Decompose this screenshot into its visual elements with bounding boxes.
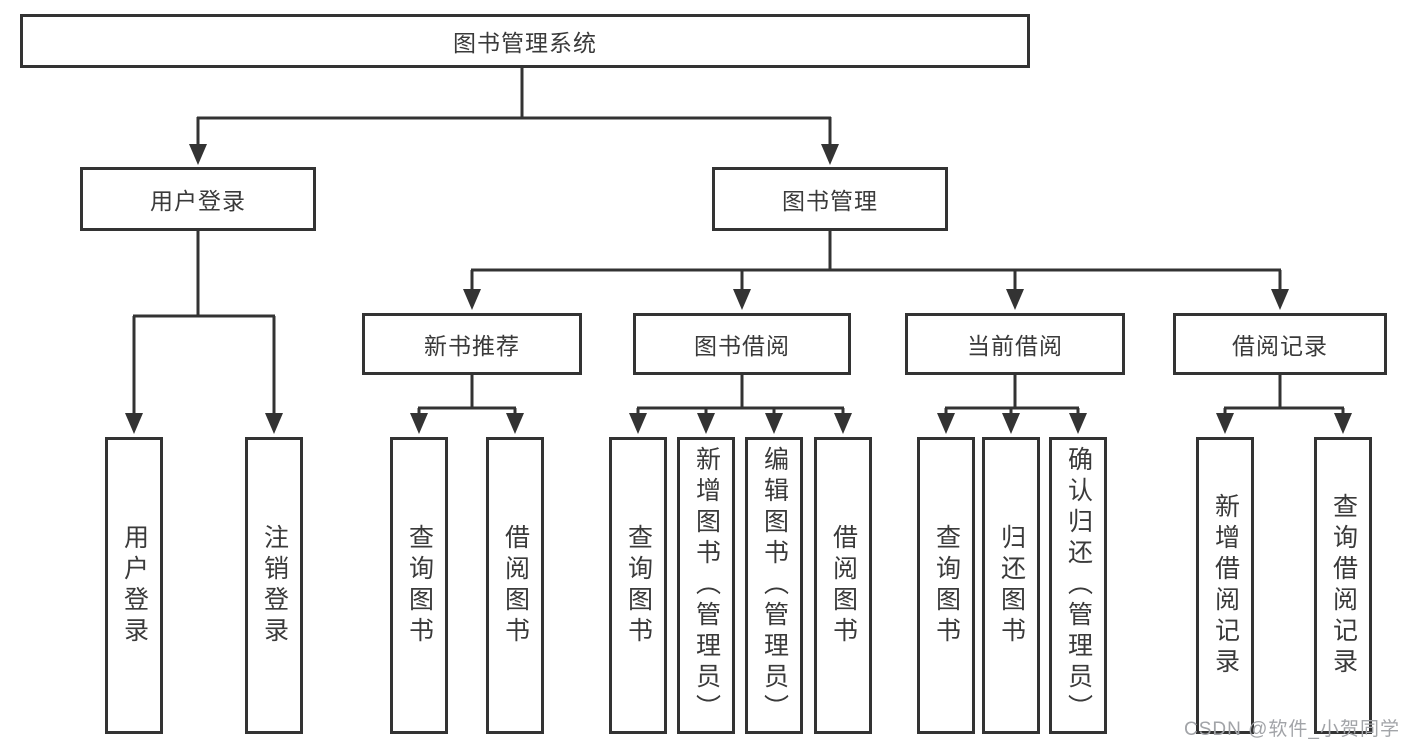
node-book-borrowing: 图书借阅 (633, 313, 851, 375)
node-book-management: 图书管理 (712, 167, 948, 231)
node-label: 新书推荐 (424, 333, 520, 359)
leaf-current-query-books: 查询图书 (917, 437, 975, 734)
leaf-logout: 注销登录 (245, 437, 303, 734)
arrowhead-icons (125, 144, 1352, 434)
csdn-watermark: CSDN @软件_小贺同学 (1184, 719, 1400, 740)
leaf-label: 确认归还（管理员） (1064, 446, 1093, 725)
leaf-label: 查询图书 (932, 523, 961, 648)
leaf-label: 新增借阅记录 (1211, 492, 1240, 679)
leaf-current-confirm-return-admin: 确认归还（管理员） (1049, 437, 1107, 734)
leaf-label: 编辑图书（管理员） (760, 446, 789, 725)
leaf-label: 查询图书 (405, 523, 434, 648)
node-label: 借阅记录 (1232, 333, 1328, 359)
node-user-login: 用户登录 (80, 167, 316, 231)
leaf-borrowing-query-books: 查询图书 (609, 437, 667, 734)
node-label: 图书管理系统 (453, 30, 597, 56)
leaf-label: 借阅图书 (501, 523, 530, 648)
leaf-current-return-books: 归还图书 (982, 437, 1040, 734)
node-label: 图书借阅 (694, 333, 790, 359)
node-new-book-recommend: 新书推荐 (362, 313, 582, 375)
leaf-borrowing-add-books-admin: 新增图书（管理员） (677, 437, 735, 734)
leaf-label: 新增图书（管理员） (692, 446, 721, 725)
leaf-label: 用户登录 (120, 523, 149, 648)
leaf-label: 借阅图书 (829, 523, 858, 648)
leaf-label: 归还图书 (997, 523, 1026, 648)
leaf-recommend-query-books: 查询图书 (390, 437, 448, 734)
leaf-user-login: 用户登录 (105, 437, 163, 734)
leaf-borrowing-borrow-books: 借阅图书 (814, 437, 872, 734)
node-current-borrowing: 当前借阅 (905, 313, 1125, 375)
node-label: 用户登录 (150, 188, 246, 214)
node-library-management-system: 图书管理系统 (20, 14, 1030, 68)
node-label: 当前借阅 (967, 333, 1063, 359)
leaf-records-query-record: 查询借阅记录 (1314, 437, 1372, 734)
leaf-borrowing-edit-books-admin: 编辑图书（管理员） (745, 437, 803, 734)
leaf-recommend-borrow-books: 借阅图书 (486, 437, 544, 734)
leaf-records-add-record: 新增借阅记录 (1196, 437, 1254, 734)
node-borrowing-records: 借阅记录 (1173, 313, 1387, 375)
leaf-label: 查询借阅记录 (1329, 492, 1358, 679)
leaf-label: 注销登录 (260, 523, 289, 648)
node-label: 图书管理 (782, 188, 878, 214)
leaf-label: 查询图书 (624, 523, 653, 648)
